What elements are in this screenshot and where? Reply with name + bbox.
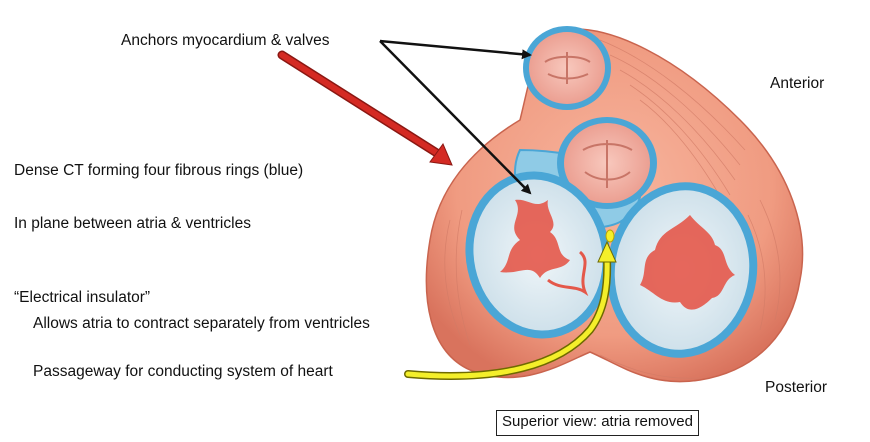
label-in-plane: In plane between atria & ventricles: [14, 215, 251, 232]
pulmonary-valve: [523, 26, 611, 110]
caption-box: Superior view: atria removed: [496, 410, 699, 436]
label-dense-ct: Dense CT forming four fibrous rings (blu…: [14, 162, 304, 179]
label-anchors: Anchors myocardium & valves: [121, 32, 330, 49]
label-electrical-insulator: “Electrical insulator”: [14, 289, 151, 306]
tricuspid-valve: [606, 182, 758, 358]
label-allows-atria: Allows atria to contract separately from…: [33, 315, 370, 332]
aortic-valve: [557, 117, 657, 209]
mitral-valve: [465, 171, 611, 339]
label-passageway: Passageway for conducting system of hear…: [33, 363, 333, 380]
tissue-striations: [444, 39, 781, 379]
label-posterior: Posterior: [765, 379, 828, 396]
red-arrow: [277, 50, 453, 166]
yellow-arrow: [404, 240, 617, 380]
anchor-arrows: [379, 39, 532, 195]
av-node: [605, 229, 615, 243]
label-anterior: Anterior: [770, 75, 825, 92]
